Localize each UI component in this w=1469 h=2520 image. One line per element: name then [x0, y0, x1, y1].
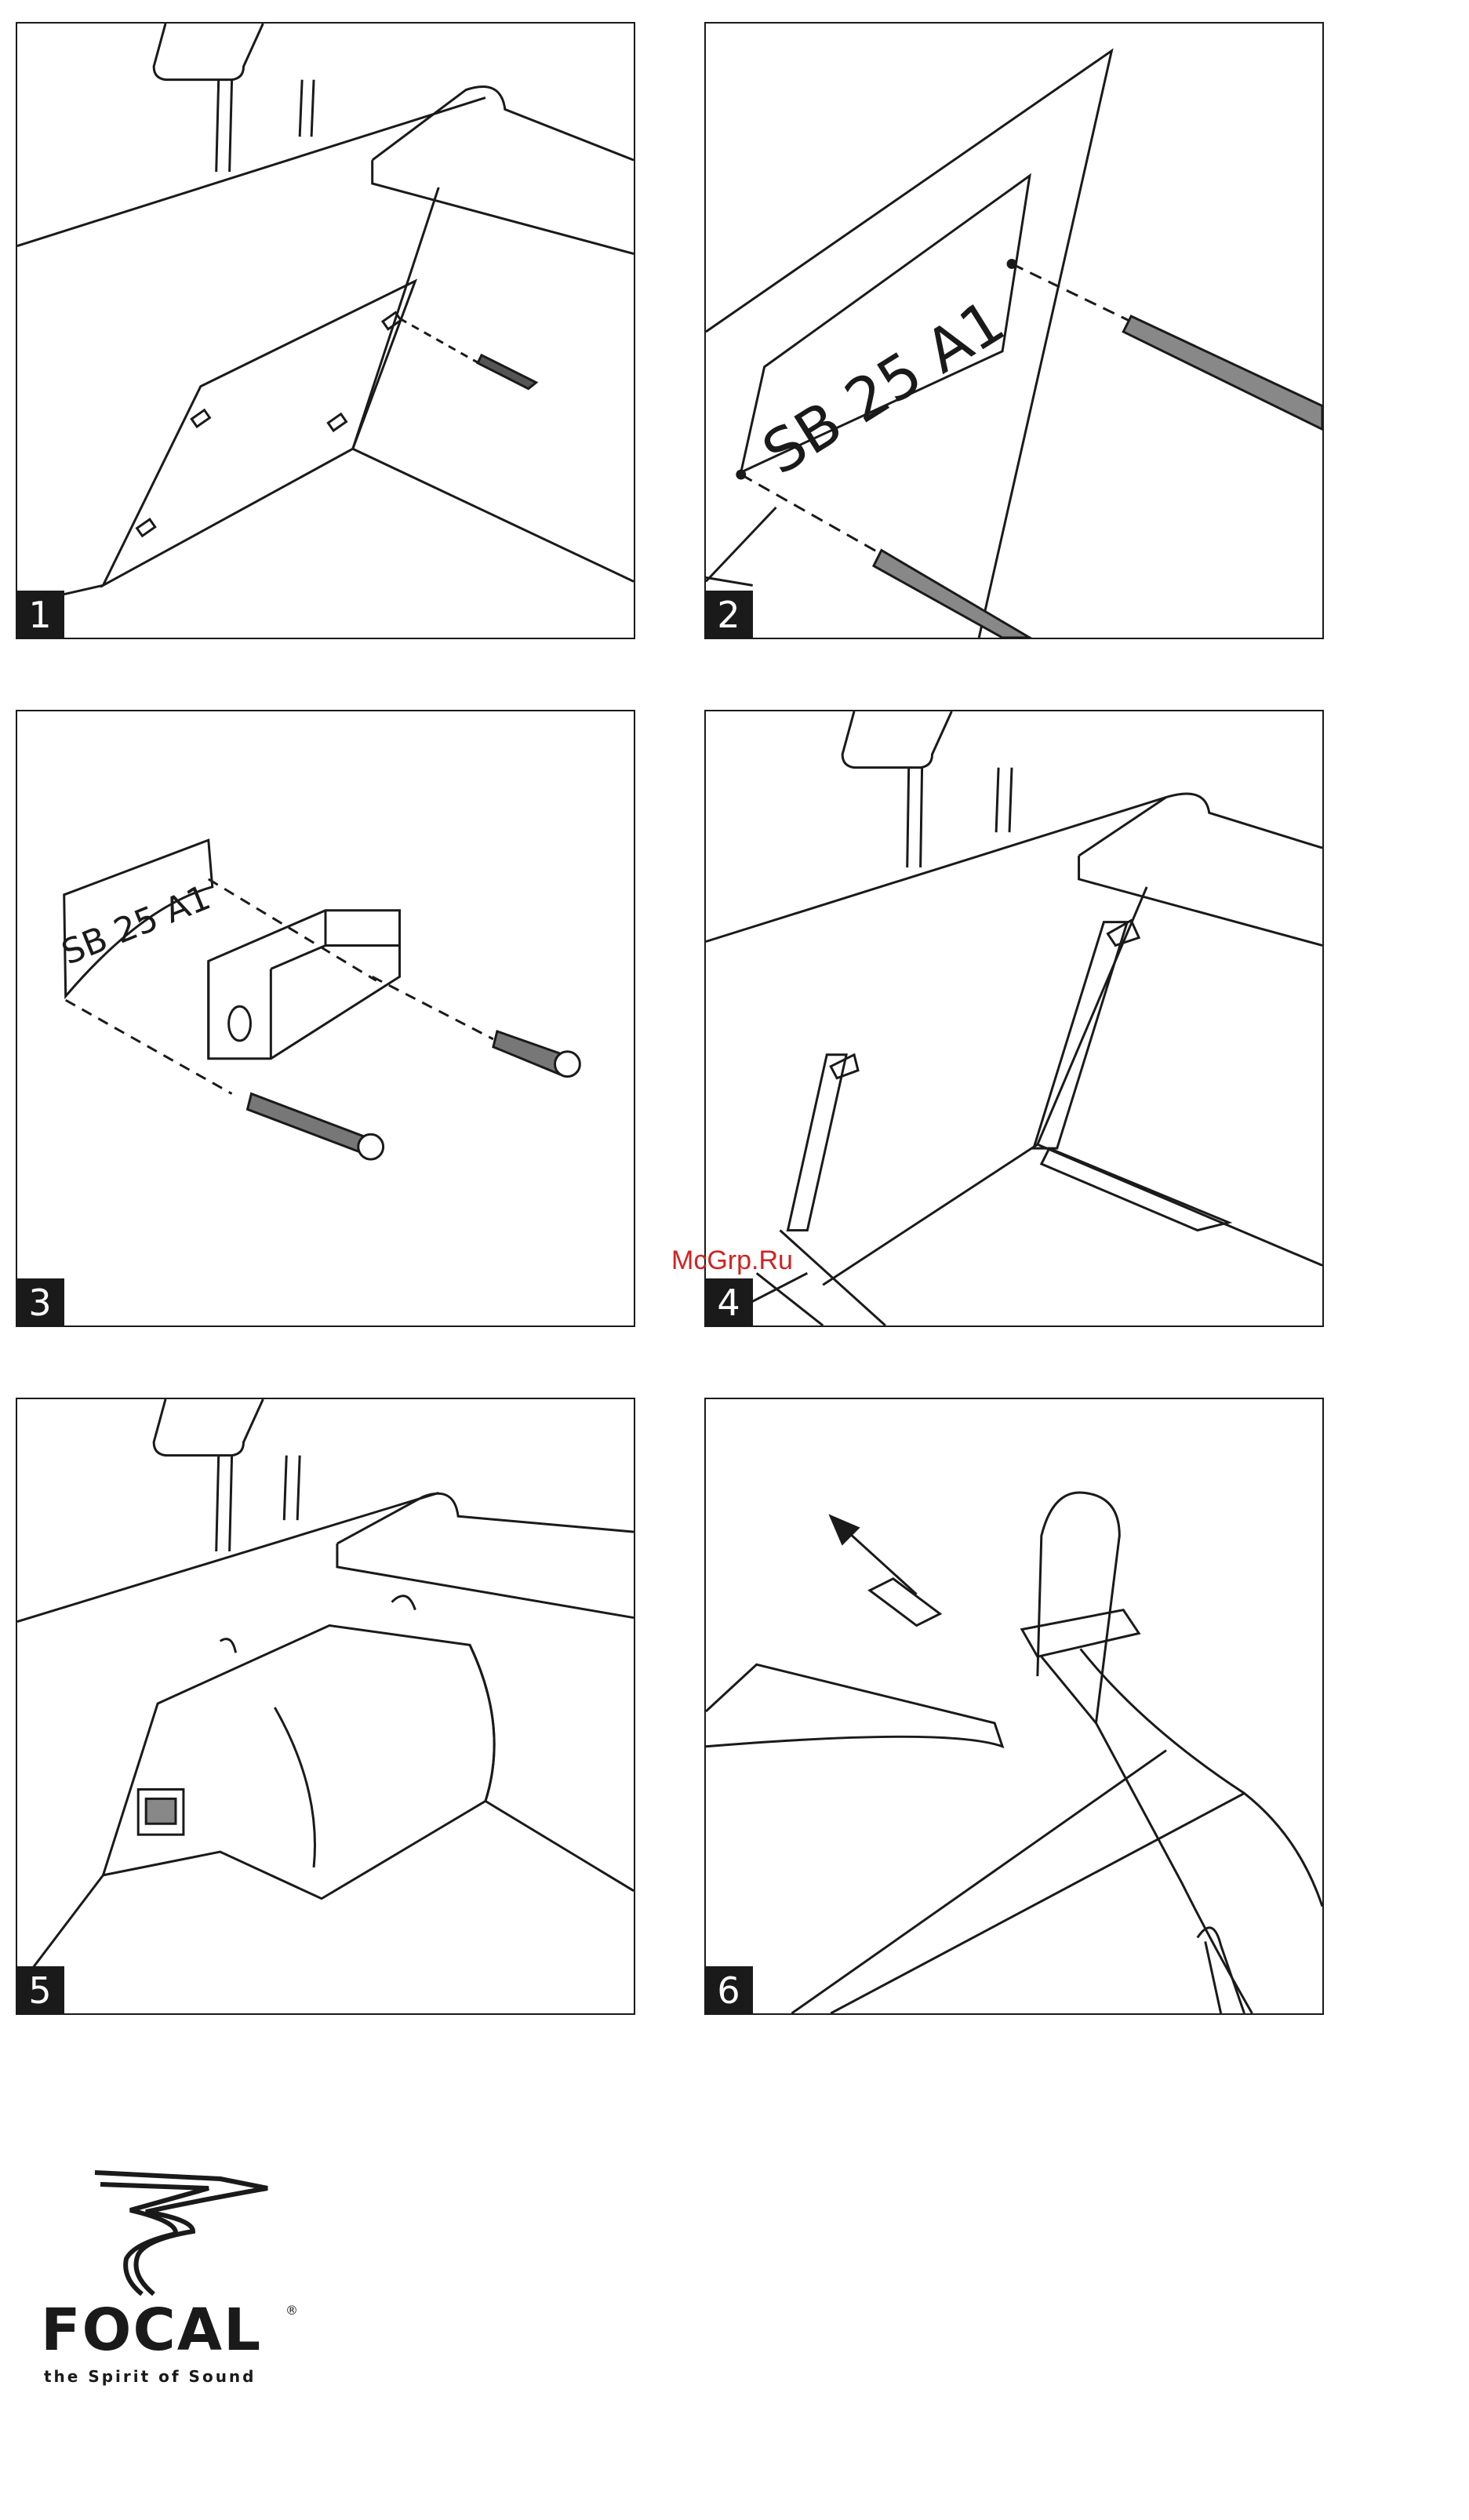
focal-logo-mark — [83, 2165, 287, 2298]
step-1-panel: 1 — [16, 22, 635, 639]
step-5-panel: 5 — [16, 1398, 635, 2015]
brand-tagline: the Spirit of Sound — [44, 2367, 256, 2386]
step-number-badge: 3 — [16, 1278, 64, 1327]
step-1-illustration — [17, 24, 634, 638]
step-number-badge: 4 — [704, 1278, 753, 1327]
brand-name: FOCAL — [41, 2296, 262, 2364]
step-2-panel: SB 25 A1 2 — [704, 22, 1324, 639]
watermark: McGrp.Ru — [671, 1245, 793, 1276]
step-number-badge: 5 — [16, 1966, 64, 2015]
step-number-badge: 1 — [16, 591, 64, 639]
registered-mark: ® — [285, 2303, 298, 2318]
model-label: SB 25 A1 — [751, 286, 1016, 488]
step-3-illustration: SB 25 A1 — [17, 711, 634, 1325]
focal-logo: FOCAL ® the Spirit of Sound — [36, 2165, 303, 2400]
step-number-badge: 6 — [704, 1966, 753, 2015]
step-4-illustration — [706, 711, 1322, 1325]
step-5-illustration — [17, 1399, 634, 2013]
step-number-badge: 2 — [704, 591, 753, 639]
step-6-illustration — [706, 1399, 1322, 2013]
model-label: SB 25 A1 — [56, 878, 216, 973]
step-4-panel: 4 — [704, 710, 1324, 1327]
step-2-illustration: SB 25 A1 — [706, 24, 1322, 638]
step-6-panel: 6 — [704, 1398, 1324, 2015]
step-3-panel: SB 25 A1 3 — [16, 710, 635, 1327]
